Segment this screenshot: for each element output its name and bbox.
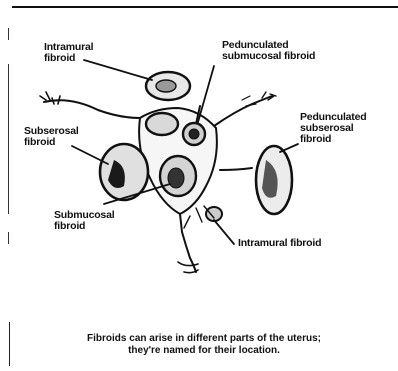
label-submucosal-fibroid: Submucosal fibroid <box>54 210 114 232</box>
label-subserosal-fibroid: Subserosal fibroid <box>24 126 79 148</box>
submucosal-fibroid-core <box>168 168 184 188</box>
fundal-fibroid <box>146 113 178 135</box>
cervix <box>180 214 196 272</box>
intramural-fibroid-top-core <box>156 80 176 92</box>
caption-line-2: they're named for their location. <box>20 345 388 357</box>
figure-caption: Fibroids can arise in different parts of… <box>20 333 388 357</box>
intramural-fibroid-bottom <box>206 207 222 221</box>
pedunculated-submucosal-core <box>189 129 199 139</box>
pedunculated-subserosal-stalk <box>220 168 252 170</box>
right-fallopian-tube <box>214 96 272 126</box>
leader-pedunculated-subserosal <box>280 144 298 152</box>
leader-pedunculated-submucosal <box>198 66 214 122</box>
leader-intramural-top <box>84 60 152 80</box>
left-fimbriae <box>40 92 60 104</box>
leader-subserosal <box>72 146 108 164</box>
caption-line-1: Fibroids can arise in different parts of… <box>20 333 388 345</box>
label-intramural-fibroid: Intramural fibroid <box>44 42 93 64</box>
leader-intramural-bottom <box>214 220 234 244</box>
label-pedunculated-subserosal-fibroid: Pedunculated subserosal fibroid <box>300 112 366 145</box>
label-pedunculated-submucosal-fibroid: Pedunculated submucosal fibroid <box>222 40 315 62</box>
uterus-diagram: Intramural fibroid Pedunculated submucos… <box>0 0 398 300</box>
label-intramural-fibroid-lower: Intramural fibroid <box>238 238 321 249</box>
